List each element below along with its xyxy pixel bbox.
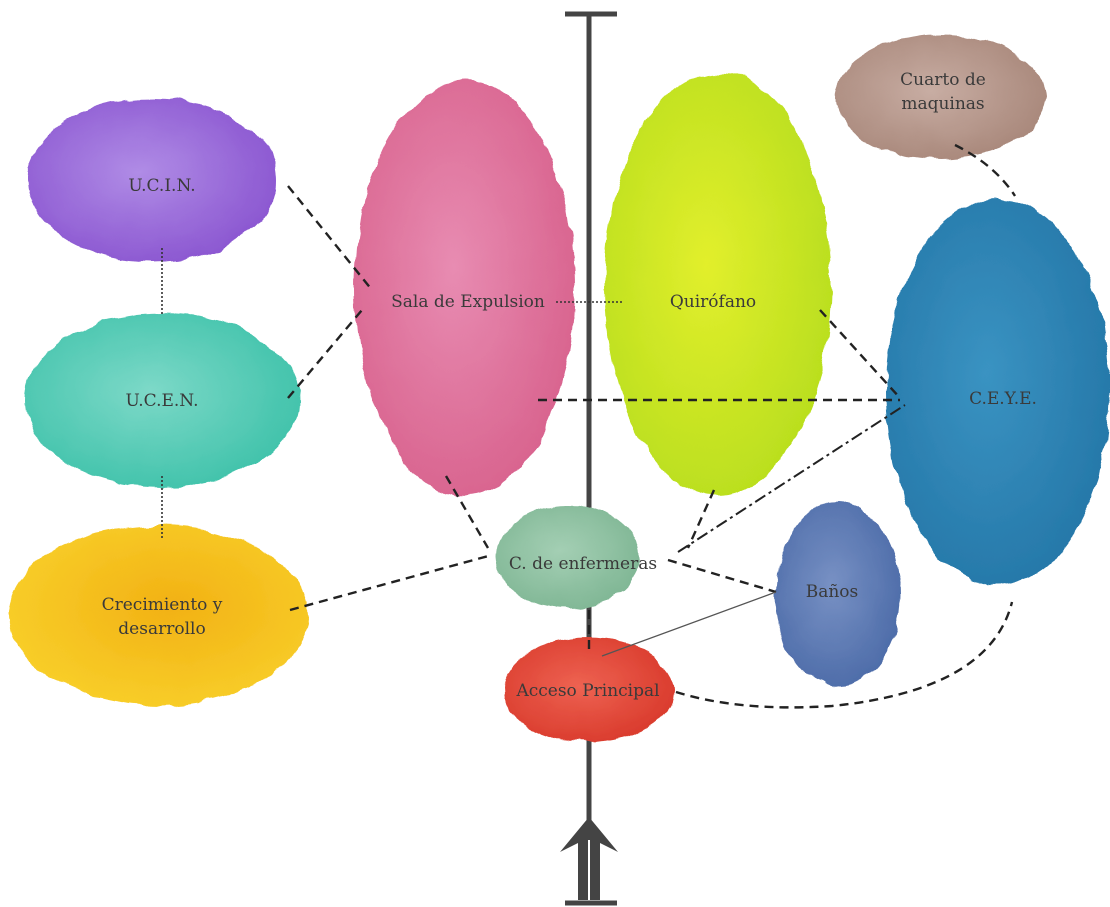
area-quirofano-label: Quirófano bbox=[669, 292, 757, 312]
central-axis bbox=[565, 11, 617, 906]
area-ucen-blob bbox=[25, 313, 299, 487]
area-acceso-label: Acceso Principal bbox=[516, 681, 660, 701]
area-enfermeras-label: C. de enfermeras bbox=[508, 554, 658, 574]
area-banos-blob bbox=[775, 502, 901, 686]
area-quirofano-blob bbox=[605, 73, 831, 497]
link-ucin-expulsion bbox=[287, 185, 373, 291]
link-ucen-expulsion bbox=[287, 309, 363, 399]
link-enfermeras-banos bbox=[667, 558, 777, 594]
area-expulsion-blob bbox=[355, 80, 575, 496]
area-ucin-label: U.C.I.N. bbox=[128, 176, 196, 196]
area-banos-label: Baños bbox=[805, 582, 859, 602]
link-acceso-banos bbox=[601, 591, 777, 657]
link-quirofano-ceye bbox=[819, 309, 901, 399]
area-expulsion-label: Sala de Expulsion bbox=[391, 292, 545, 312]
area-ucen-label: U.C.E.N. bbox=[125, 391, 199, 411]
dashed-connections bbox=[287, 143, 1017, 709]
link-crecimiento-enfermeras bbox=[289, 553, 493, 612]
link-enfermeras-ceye bbox=[677, 404, 906, 553]
area-ceye-label: C.E.Y.E. bbox=[969, 389, 1037, 409]
link-acceso-ceye bbox=[675, 601, 1014, 709]
area-enfermeras-blob bbox=[496, 504, 640, 608]
area-crecimiento-label: Crecimiento y desarrollo bbox=[101, 595, 223, 639]
area-ucin-blob bbox=[27, 98, 277, 262]
link-maquinas-ceye bbox=[954, 143, 1017, 197]
area-crecimiento-blob bbox=[8, 525, 308, 705]
link-quirofano-enfermeras bbox=[686, 489, 716, 549]
area-maquinas-blob bbox=[836, 35, 1046, 159]
dotted-connections bbox=[161, 248, 622, 540]
area-ceye-blob bbox=[886, 199, 1110, 585]
area-acceso-blob bbox=[503, 638, 673, 742]
area-maquinas-label: Cuarto de maquinas bbox=[900, 70, 986, 114]
